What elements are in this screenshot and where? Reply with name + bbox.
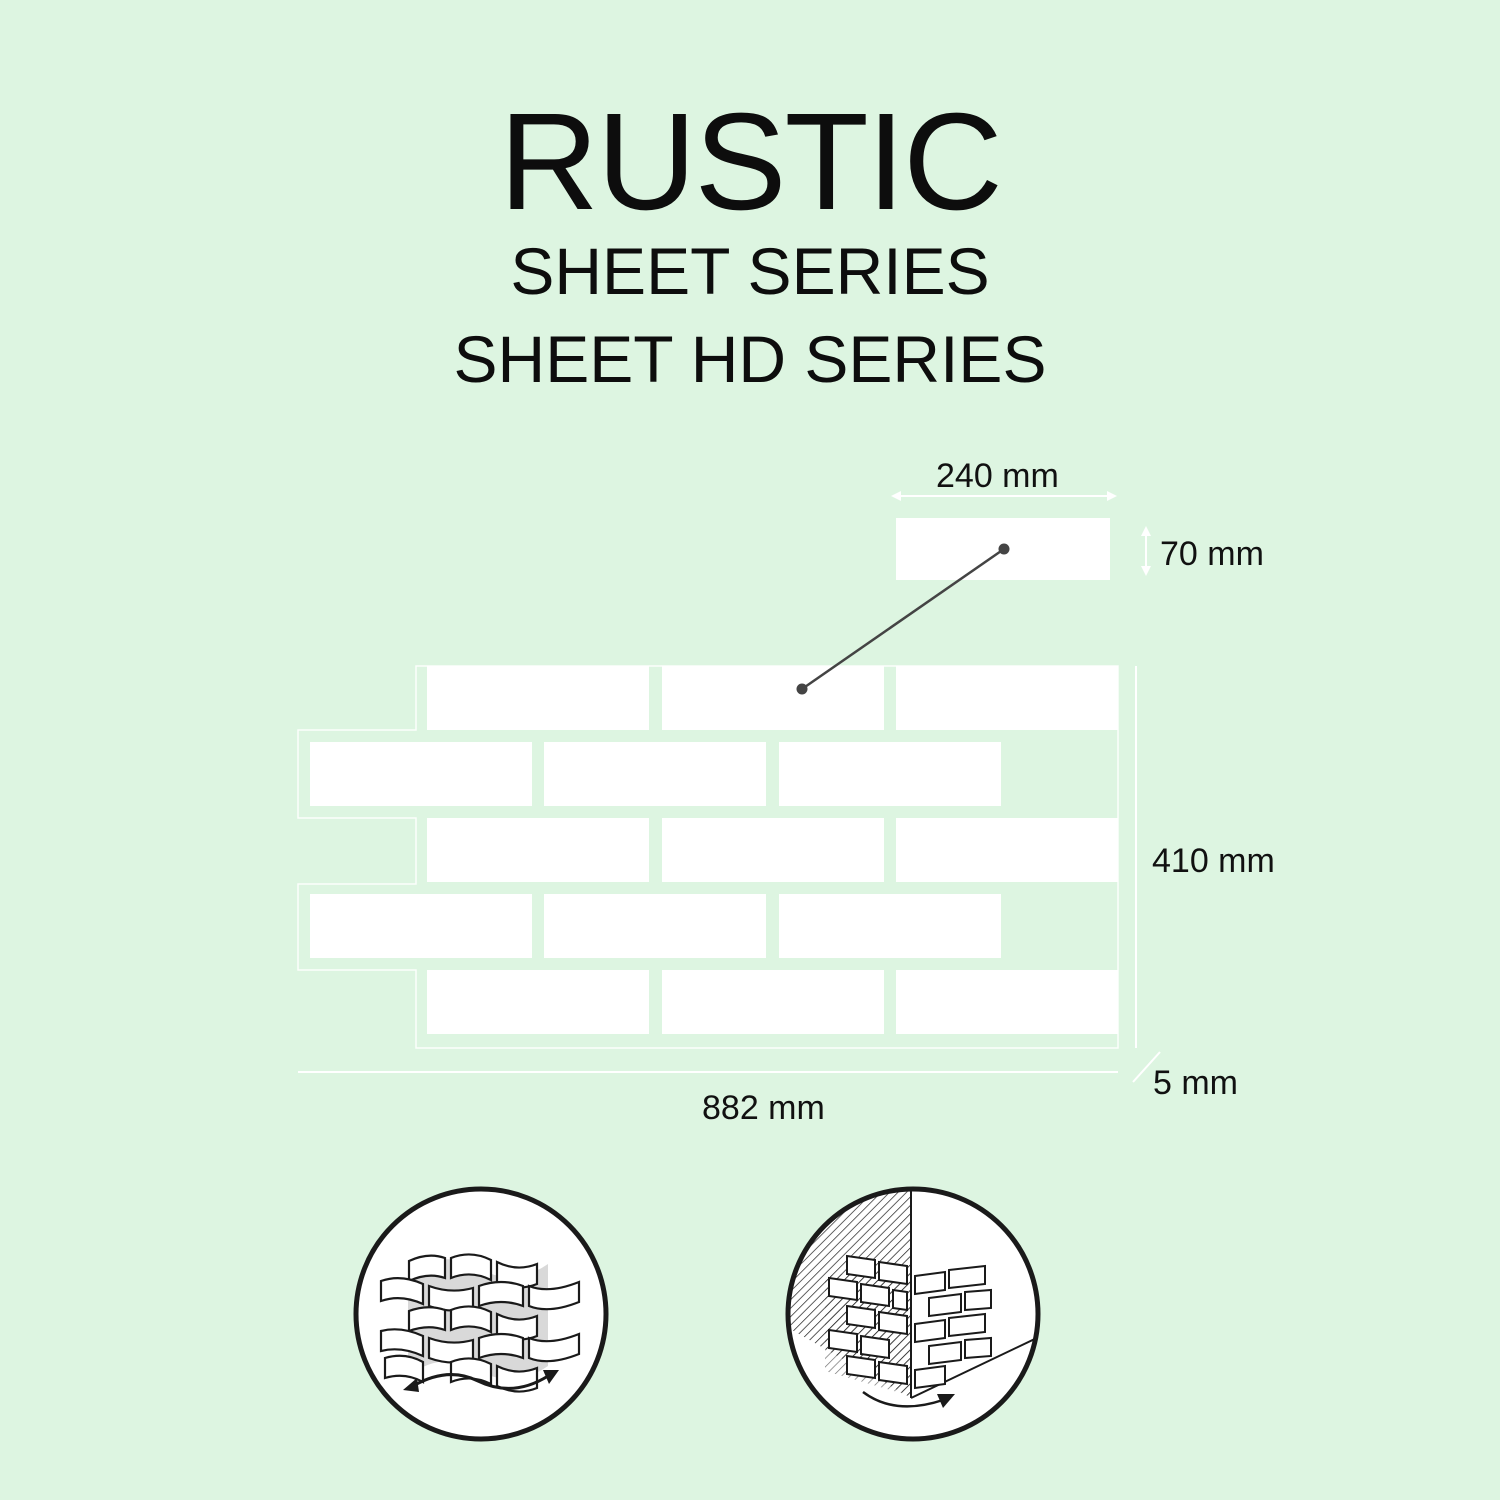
flexible-sheet-icon	[353, 1186, 609, 1442]
series-title-sheet: SHEET SERIES	[510, 234, 990, 308]
brick	[427, 666, 649, 730]
brick	[310, 742, 532, 806]
brick	[662, 666, 884, 730]
brick-width-arrow	[891, 491, 1117, 501]
sheet-thickness-label: 5 mm	[1153, 1064, 1238, 1102]
sheet-height-label: 410 mm	[1152, 842, 1275, 880]
brick	[310, 894, 532, 958]
brick	[427, 970, 649, 1034]
brick	[427, 818, 649, 882]
brick	[544, 742, 766, 806]
brick	[896, 666, 1118, 730]
callout-dot	[998, 543, 1010, 555]
brick	[896, 818, 1118, 882]
brick	[779, 742, 1001, 806]
brick-height-arrow	[1141, 526, 1151, 576]
brick	[662, 818, 884, 882]
brick-width-label: 240 mm	[936, 457, 1059, 495]
corner-install-icon	[785, 1186, 1041, 1442]
brick-height-label: 70 mm	[1160, 535, 1264, 573]
callout-line	[801, 547, 1005, 691]
sheet-width-label: 882 mm	[702, 1089, 825, 1127]
brick-rows	[310, 666, 1118, 1034]
brick	[662, 970, 884, 1034]
brick	[896, 970, 1118, 1034]
product-title: RUSTIC	[499, 85, 1003, 239]
brick	[544, 894, 766, 958]
thickness-line	[1132, 1051, 1161, 1083]
sheet-outline	[297, 665, 1119, 1049]
brick	[779, 894, 1001, 958]
series-title-sheet-hd: SHEET HD SERIES	[453, 322, 1047, 396]
callout-dot	[796, 683, 808, 695]
